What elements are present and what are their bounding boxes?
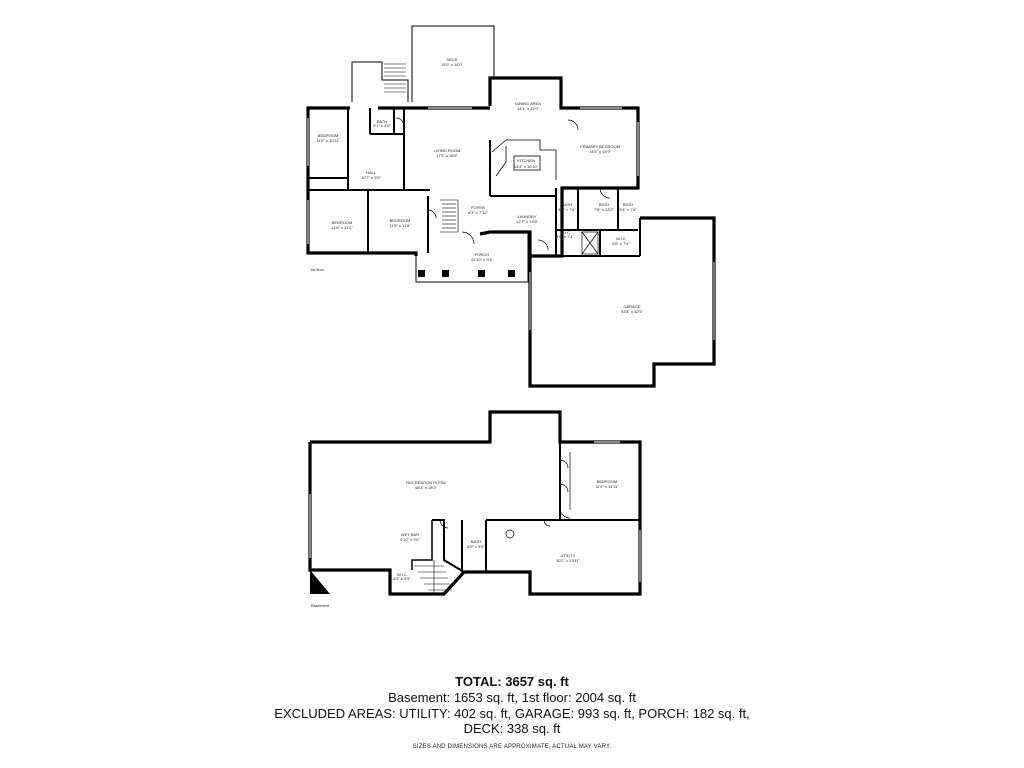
room-dims-bedroom-b: 11'0" x 14'11"	[595, 484, 619, 489]
room-name-dining: DINING AREA	[515, 101, 541, 106]
excluded-areas-line-1: EXCLUDED AREAS: UTILITY: 402 sq. ft, GAR…	[274, 706, 750, 721]
room-dims-primary: 14'6" x 15'9"	[589, 149, 612, 154]
total-area: TOTAL: 3657 sq. ft	[455, 674, 569, 689]
room-dims-bath4: 5'4" x 7'8"	[619, 207, 637, 212]
room-dims-bath2: 4'3" x 7'6"	[558, 207, 576, 212]
porch-columns	[418, 270, 515, 277]
room-dims-bedroom-nw: 11'0" x 10'11"	[316, 138, 340, 143]
room-name-hall: HALL	[366, 170, 377, 175]
room-name-wetbar: WET BAR	[401, 532, 419, 537]
disclaimer: SIZES AND DIMENSIONS ARE APPROXIMATE, AC…	[412, 744, 612, 750]
room-name-recreation: RECREATION ROOM	[406, 480, 445, 485]
wic-shelving	[581, 231, 599, 255]
excluded-areas-line-2: DECK: 338 sq. ft	[463, 721, 561, 736]
room-dims-wic1: 4'8" x 7'4"	[556, 234, 574, 239]
first-floor-labels: DECK 15'9" x 16'0" DINING AREA 14'4" x 1…	[310, 57, 644, 314]
room-dims-dining: 14'4" x 12'0"	[517, 106, 540, 111]
basement-corner-fill	[310, 570, 330, 594]
kitchen-counters	[491, 139, 557, 180]
room-dims-hall: 10'7" x 3'5"	[361, 175, 381, 180]
basement-outer-wall	[308, 410, 642, 596]
room-name-bath3: BATH	[599, 202, 609, 207]
room-dims-bedroom-s: 11'5" x 11'5"	[389, 223, 411, 228]
floor-label-basement: Basement	[311, 603, 330, 608]
room-name-bath-small: BATH	[377, 119, 387, 124]
room-name-bedroom-s: BEDROOM	[390, 218, 411, 223]
room-name-deck: DECK	[446, 57, 457, 62]
room-dims-closet-b: 4'5" x 3'5"	[393, 576, 411, 581]
room-dims-garage: 33'8" x 32'5"	[621, 309, 644, 314]
room-name-living: LIVING ROOM	[434, 148, 461, 153]
floor-label-first: 1st floor	[310, 267, 325, 272]
room-name-bedroom-b: BEDROOM	[597, 479, 618, 484]
door-swings	[395, 117, 611, 251]
room-name-wic1: W.I.C	[560, 230, 570, 235]
room-dims-bedroom-sw: 11'5" x 11'2"	[331, 225, 353, 230]
basement-closets	[439, 452, 571, 539]
basement-labels: RECREATION ROOM 48'3" x 28'3" BEDROOM 11…	[311, 479, 619, 608]
room-name-garage: GARAGE	[623, 304, 640, 309]
basement-windows	[309, 441, 641, 582]
room-name-bath4: BATH	[623, 202, 633, 207]
room-dims-deck: 15'9" x 16'0"	[441, 62, 464, 67]
room-dims-bath3: 7'8" x 13'2"	[594, 207, 614, 212]
room-name-porch: PORCH	[475, 252, 490, 257]
basement-stairs	[414, 560, 452, 594]
room-dims-porch: 21'10" x 9'4"	[471, 257, 494, 262]
interior-walls	[308, 108, 641, 257]
room-dims-kitchen: 14'4" x 10'10"	[514, 164, 539, 169]
room-dims-utility: 30'2" x 13'11"	[556, 558, 580, 563]
foyer-stairs	[440, 199, 459, 233]
room-dims-foyer: 8'3" x 7'10"	[468, 210, 488, 215]
house-west-wall	[306, 106, 418, 256]
porch-outline	[415, 232, 529, 283]
room-dims-bath-b: 8'0" x 5'5"	[467, 544, 485, 549]
garage-outline	[528, 216, 716, 388]
room-name-laundry: LAUNDRY	[517, 214, 536, 219]
room-dims-laundry: 12'7" x 13'9"	[516, 219, 539, 224]
room-name-kitchen: KITCHEN	[517, 158, 535, 163]
floor-area-breakdown: Basement: 1653 sq. ft, 1st floor: 2004 s…	[388, 690, 636, 705]
windows	[307, 107, 639, 244]
deck-stairs	[351, 61, 409, 102]
room-name-wic2: W.I.C	[616, 236, 626, 241]
room-dims-bath-small: 5'1" x 4'6"	[373, 123, 391, 128]
basement-plan	[308, 410, 642, 596]
room-name-primary: PRIMARY BEDROOM	[580, 144, 620, 149]
room-dims-wic2: 6'6" x 7'4"	[612, 241, 630, 246]
first-floor-plan	[306, 25, 716, 388]
wet-bar-counter	[411, 520, 433, 570]
room-name-closet-b: W.I.C	[397, 572, 407, 577]
room-name-utility: UTILITY	[561, 553, 576, 558]
room-dims-wetbar: 9'10" x 9'0"	[400, 537, 420, 542]
room-name-bedroom-sw: BEDROOM	[332, 220, 353, 225]
room-name-bedroom-nw: BEDROOM	[318, 133, 339, 138]
basement-stair-wall	[432, 519, 465, 573]
room-name-bath2: BATH	[562, 202, 572, 207]
room-dims-recreation: 48'3" x 28'3"	[415, 485, 438, 490]
deck-stair-treads	[384, 63, 406, 93]
room-dims-living: 17'2" x 16'6"	[436, 153, 459, 158]
room-name-bath-b: BATH	[471, 539, 481, 544]
room-name-foyer: FOYER	[471, 205, 485, 210]
deck-outline	[411, 25, 495, 102]
